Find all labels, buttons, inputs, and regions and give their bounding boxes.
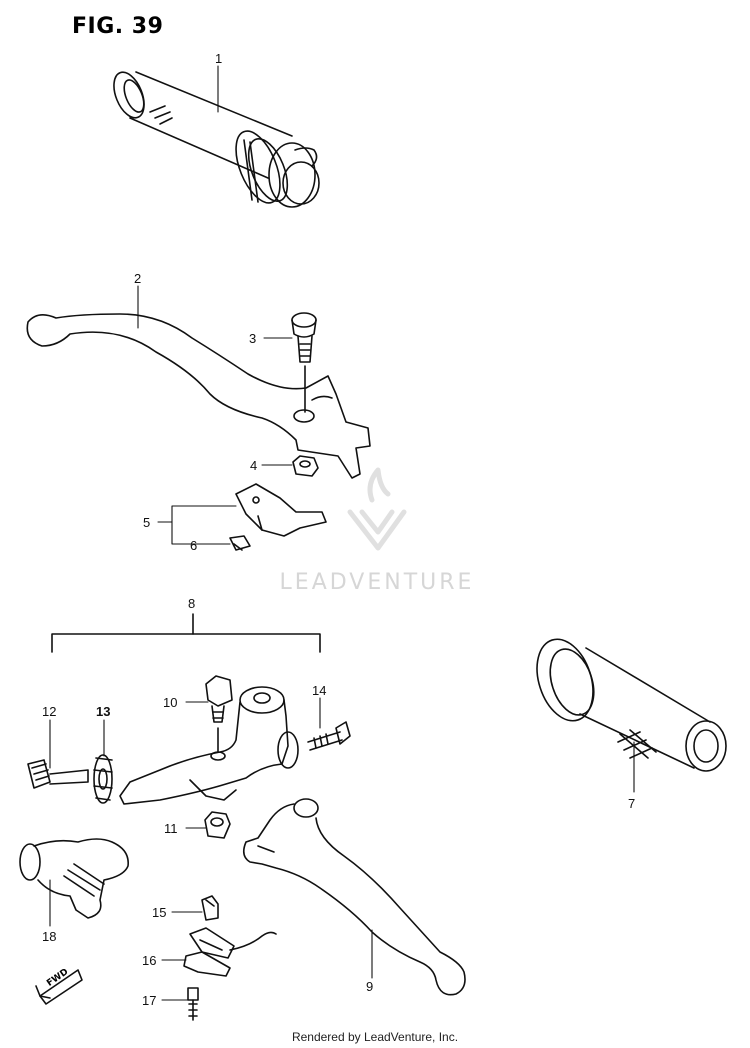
callout-7: 7 (628, 796, 636, 811)
callout-1: 1 (215, 51, 223, 66)
part-10-pivot-bolt (205, 675, 233, 753)
part-7-left-grip (536, 638, 727, 772)
callout-16: 16 (142, 953, 157, 968)
part-17-screw (187, 987, 199, 1021)
part-8-clutch-holder (119, 686, 299, 805)
callout-17: 17 (142, 993, 157, 1008)
part-16-clutch-switch (183, 927, 277, 977)
part-6-screw (229, 535, 251, 551)
part-15-clip (201, 895, 219, 921)
fwd-arrow-icon (35, 969, 83, 1005)
watermark-text: LEADVENTURE (279, 570, 475, 595)
callout-4: 4 (250, 458, 258, 473)
part-4-nut (292, 455, 319, 477)
part-1-throttle-grip (113, 71, 320, 208)
part-3-pivot-bolt (291, 312, 317, 413)
part-5-brake-switch (235, 483, 327, 537)
callout-13: 13 (96, 704, 111, 719)
part-2-brake-lever (26, 313, 371, 479)
callout-10: 10 (163, 695, 178, 710)
part-11-nut (204, 811, 231, 839)
watermark-logo (347, 467, 407, 551)
part-8-assembly-bracket (51, 613, 321, 653)
callout-14: 14 (312, 683, 327, 698)
callout-6: 6 (190, 538, 198, 553)
callout-11: 11 (164, 821, 178, 836)
part-9-clutch-lever (242, 798, 466, 996)
part-14-bolt (307, 721, 351, 751)
leader-lines (49, 65, 635, 1001)
callout-18: 18 (42, 929, 57, 944)
callout-15: 15 (152, 905, 167, 920)
callout-5: 5 (143, 515, 151, 530)
footer-credit: Rendered by LeadVenture, Inc. (291, 1030, 459, 1044)
part-13-locknut (93, 754, 113, 804)
part-12-adjuster (27, 759, 89, 789)
callout-2: 2 (134, 271, 142, 286)
callout-9: 9 (366, 979, 374, 994)
callout-12: 12 (42, 704, 57, 719)
part-18-boot (19, 838, 129, 919)
figure-title: FIG. 39 (72, 14, 164, 39)
callout-3: 3 (249, 331, 257, 346)
callout-8: 8 (188, 596, 196, 611)
